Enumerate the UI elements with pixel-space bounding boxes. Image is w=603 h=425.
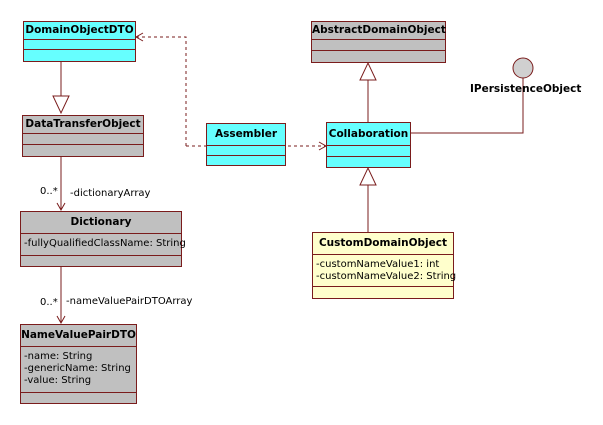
multiplicity-dictionary: 0..*	[40, 186, 58, 197]
attribute: -customNameValue2: String	[316, 271, 457, 282]
operations-compartment	[23, 145, 143, 157]
attributes-compartment: -name: String -genericName: String -valu…	[21, 347, 136, 393]
association-arrow-nvp	[56, 315, 66, 325]
class-name-value-pair-dto[interactable]: NameValuePairDTO -name: String -genericN…	[20, 324, 137, 404]
role-dictionary-array: -dictionaryArray	[70, 188, 151, 199]
class-name: Assembler	[207, 124, 285, 146]
attribute: -name: String	[24, 351, 93, 362]
class-name: AbstractDomainObject	[312, 22, 446, 40]
attributes-compartment: -fullyQualifiedClassName: String	[21, 234, 186, 256]
operations-compartment	[21, 393, 136, 404]
class-name: NameValuePairDTO	[21, 325, 136, 347]
attributes-compartment	[24, 40, 135, 50]
interface-label: IPersistenceObject	[470, 83, 582, 95]
operations-compartment	[312, 51, 445, 63]
generalization-arrow-dto	[52, 95, 70, 115]
dependency-assembler-dto	[136, 36, 187, 146]
attribute: -value: String	[24, 375, 92, 386]
interface-link	[410, 78, 524, 134]
class-domain-object-dto[interactable]: DomainObjectDTO	[23, 21, 136, 62]
operations-compartment	[313, 287, 453, 299]
operations-compartment	[21, 256, 181, 267]
attribute: -genericName: String	[24, 363, 131, 374]
interface-lollipop	[512, 57, 534, 79]
attributes-compartment	[327, 146, 410, 157]
multiplicity-nvp: 0..*	[40, 297, 58, 308]
class-abstract-domain-object[interactable]: AbstractDomainObject	[311, 21, 446, 63]
attributes-compartment	[23, 134, 143, 145]
association-arrow-dictionary	[56, 202, 66, 212]
operations-compartment	[327, 157, 410, 168]
attribute: -fullyQualifiedClassName: String	[24, 238, 186, 249]
class-data-transfer-object[interactable]: DataTransferObject	[22, 115, 144, 157]
generalization-arrow-abstract	[359, 61, 377, 81]
class-collaboration[interactable]: Collaboration	[326, 122, 411, 168]
attributes-compartment	[207, 146, 285, 156]
class-name: DataTransferObject	[23, 116, 143, 134]
operations-compartment	[207, 156, 285, 166]
class-dictionary[interactable]: Dictionary -fullyQualifiedClassName: Str…	[20, 211, 186, 267]
attributes-compartment	[312, 40, 445, 51]
class-name: DomainObjectDTO	[24, 22, 135, 40]
class-name: Dictionary	[21, 212, 181, 234]
class-custom-domain-object[interactable]: CustomDomainObject -customNameValue1: in…	[312, 232, 457, 299]
class-assembler[interactable]: Assembler	[206, 123, 286, 166]
attributes-compartment: -customNameValue1: int -customNameValue2…	[313, 255, 457, 287]
operations-compartment	[24, 50, 135, 62]
generalization-arrow-custom	[359, 166, 377, 186]
class-name: Collaboration	[327, 123, 410, 146]
class-name: CustomDomainObject	[313, 233, 453, 255]
role-name-value-pair-array: -nameValuePairDTOArray	[66, 296, 193, 307]
attribute: -customNameValue1: int	[316, 259, 440, 270]
dependency-arrow-dto	[134, 32, 144, 42]
